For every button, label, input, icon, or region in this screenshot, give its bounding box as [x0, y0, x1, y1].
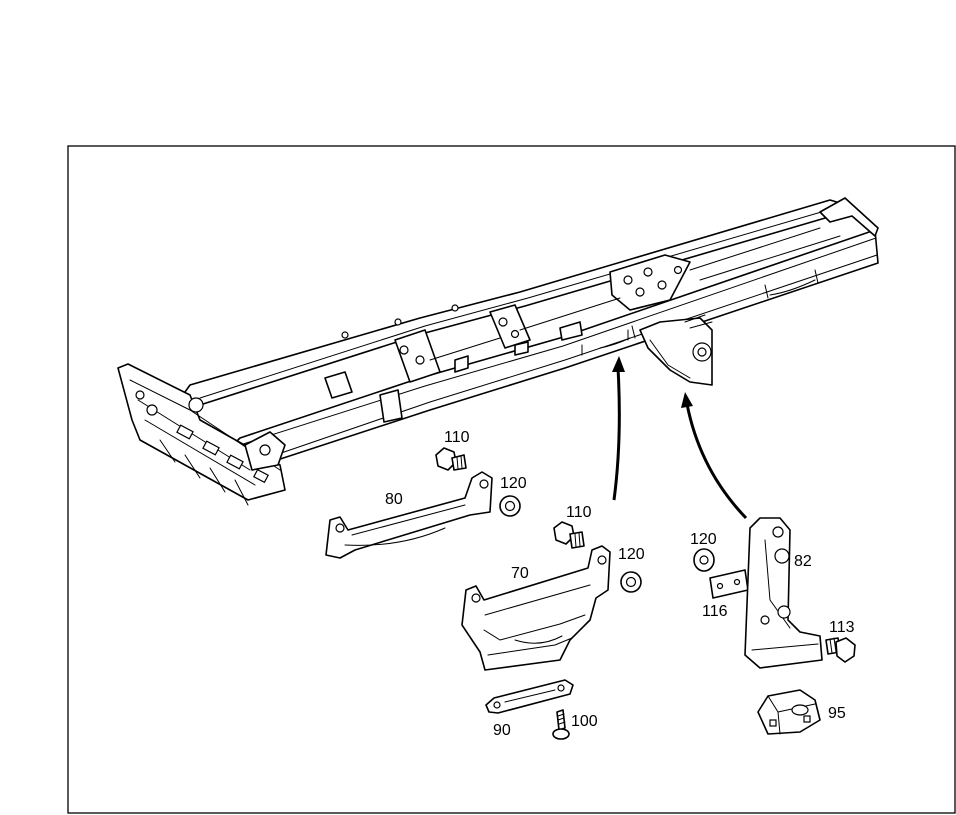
callout-120-right: 120 — [690, 531, 717, 548]
part-70-bracket — [461, 545, 611, 671]
callout-120-middle: 120 — [618, 546, 645, 563]
diagram-frame — [67, 145, 956, 814]
arrow-to-frame-left — [612, 367, 621, 501]
part-120-washer-right — [693, 548, 715, 572]
part-110-bolt-middle — [553, 521, 585, 549]
part-113-bolt — [825, 637, 856, 663]
callout-95: 95 — [828, 705, 846, 722]
arrow-to-frame-right — [685, 403, 748, 520]
callout-116: 116 — [702, 603, 728, 620]
part-90-strap — [485, 679, 574, 714]
part-95-rubber-block — [757, 689, 821, 735]
part-116-plate — [709, 569, 749, 599]
callout-113: 113 — [829, 619, 855, 636]
callout-90: 90 — [493, 722, 511, 739]
callout-100: 100 — [571, 713, 598, 730]
part-100-screw — [552, 709, 570, 740]
chassis-frame — [117, 197, 879, 506]
callout-80: 80 — [385, 491, 403, 508]
callout-70: 70 — [511, 565, 529, 582]
callout-82: 82 — [794, 553, 812, 570]
part-120-nut-middle — [620, 571, 642, 593]
part-110-bolt-upper — [435, 447, 467, 471]
arrowhead-right — [681, 392, 693, 408]
arrowhead-left — [612, 356, 625, 372]
callout-120-upper: 120 — [500, 475, 527, 492]
callout-110-upper: 110 — [444, 429, 470, 446]
callout-110-middle: 110 — [566, 504, 592, 521]
part-80-bracket — [325, 471, 493, 559]
part-120-nut-upper — [499, 495, 521, 517]
part-82-spring-bracket — [744, 517, 823, 669]
